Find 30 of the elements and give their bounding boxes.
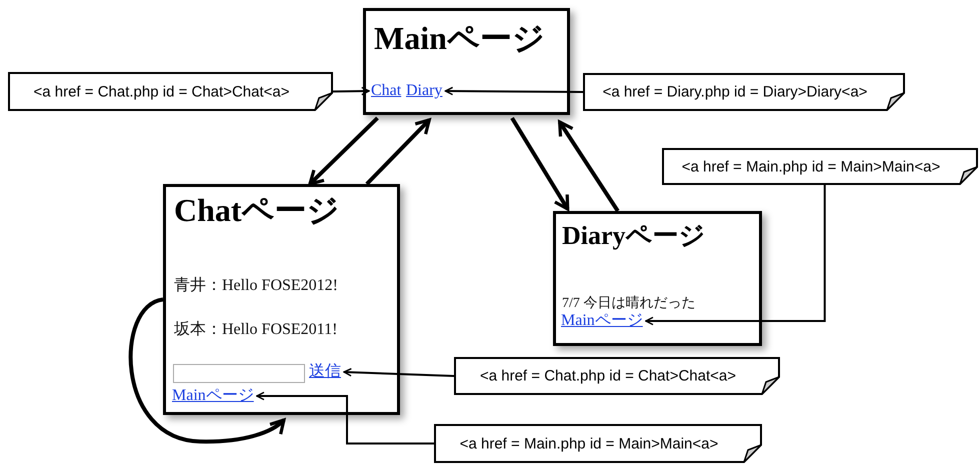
note-box: <a href = Chat.php id = Chat>Chat<a> [8,72,333,111]
note-box: <a href = Main.php id = Main>Main<a> [662,148,978,185]
leader-arrow [256,392,434,444]
link: Mainページ [561,313,643,329]
page-heading: Chatページ [174,191,340,230]
page-box [163,184,400,415]
note-box: <a href = Diary.php id = Diary>Diary<a> [583,73,905,111]
leader-arrow [444,86,583,96]
link: Chat [371,83,402,99]
note-box: <a href = Main.php id = Main>Main<a> [434,424,762,463]
message-text: 7/7 今日は晴れだった [562,294,696,312]
link: Diary [406,83,442,99]
message-text: 青井：Hello FOSE2012! [174,276,338,296]
input-field [173,364,305,383]
link: Mainページ [172,388,254,404]
page-heading: Mainページ [374,19,545,58]
leader-arrow [332,86,370,96]
leader-arrow [343,368,454,377]
navigation-arrow [558,120,620,212]
leader-arrow [645,185,826,326]
page-heading: Diaryページ [562,220,706,252]
note-box: <a href = Chat.php id = Chat>Chat<a> [454,357,780,395]
page-box [363,8,570,115]
navigation-arrow [510,116,570,211]
message-text: 坂本：Hello FOSE2011! [174,320,338,340]
navigation-arrow [128,298,286,444]
navigation-arrow [365,118,431,186]
link: 送信 [309,364,341,380]
navigation-arrow [308,116,379,186]
page-box [553,211,762,346]
